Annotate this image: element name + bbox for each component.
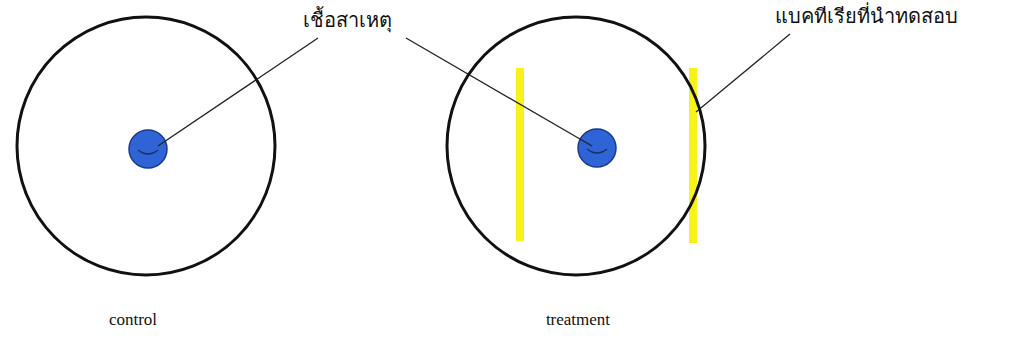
dish-circle — [447, 17, 705, 275]
dish-outline — [15, 15, 277, 277]
dish-label: control — [109, 311, 157, 330]
petri-dish: control — [15, 15, 277, 277]
dish-circle — [17, 17, 275, 275]
dish-label: treatment — [546, 311, 610, 330]
pathogen-mark — [587, 149, 607, 153]
pathogen-mark — [138, 150, 158, 154]
callout-label: แบคทีเรียที่นำทดสอบ — [772, 4, 961, 28]
dish-outline — [445, 15, 707, 277]
petri-dish: treatment — [445, 15, 707, 277]
bacteria-streak — [516, 68, 524, 241]
leader-line — [406, 38, 592, 146]
pathogen-plug — [578, 129, 616, 167]
pathogen-plug — [129, 130, 167, 168]
callout-label: เชื้อสาเหตุ — [300, 8, 395, 32]
leader-line — [696, 34, 790, 112]
